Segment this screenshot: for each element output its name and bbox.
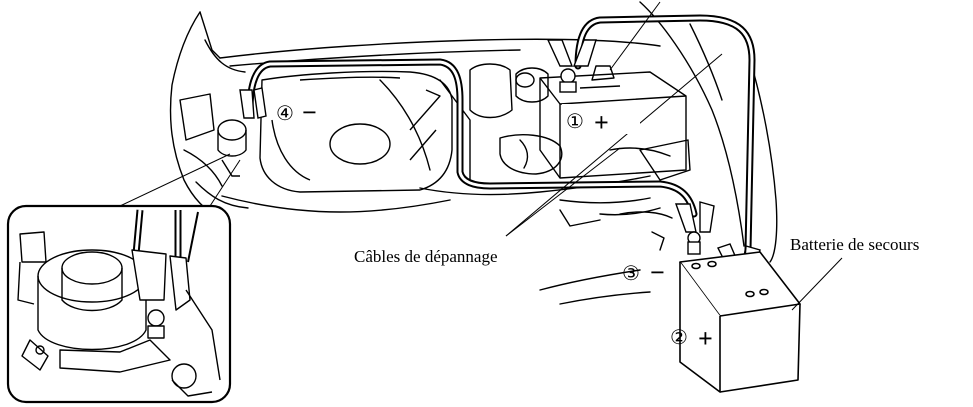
marker-4-number: ④ bbox=[276, 103, 294, 125]
booster-battery-label: Batterie de secours bbox=[790, 235, 919, 254]
engine-bay-outline bbox=[169, 1, 778, 305]
marker-4-sign: − bbox=[302, 98, 317, 127]
clamp-1 bbox=[546, 39, 597, 93]
marker-1-number: ① bbox=[566, 111, 584, 133]
leader-lines bbox=[119, 1, 843, 311]
marker-3-sign: − bbox=[650, 258, 665, 287]
marker-3-number: ③ bbox=[622, 263, 640, 285]
ground-bracket bbox=[217, 119, 247, 177]
marker-2-sign: + bbox=[698, 324, 713, 353]
clamp-3 bbox=[675, 201, 715, 255]
marker-1-sign: + bbox=[594, 108, 609, 137]
inset-detail bbox=[6, 204, 232, 404]
clamp-4 bbox=[239, 87, 267, 119]
inset-drawing bbox=[17, 209, 221, 397]
engine-cover bbox=[259, 70, 453, 193]
booster-battery bbox=[679, 251, 801, 393]
labels: Câbles de dépannage Batterie de secours … bbox=[276, 98, 919, 353]
marker-2-number: ② bbox=[670, 327, 688, 349]
jumper-cables bbox=[246, 14, 756, 286]
vehicle-battery bbox=[539, 65, 687, 179]
cables-label: Câbles de dépannage bbox=[354, 247, 498, 266]
